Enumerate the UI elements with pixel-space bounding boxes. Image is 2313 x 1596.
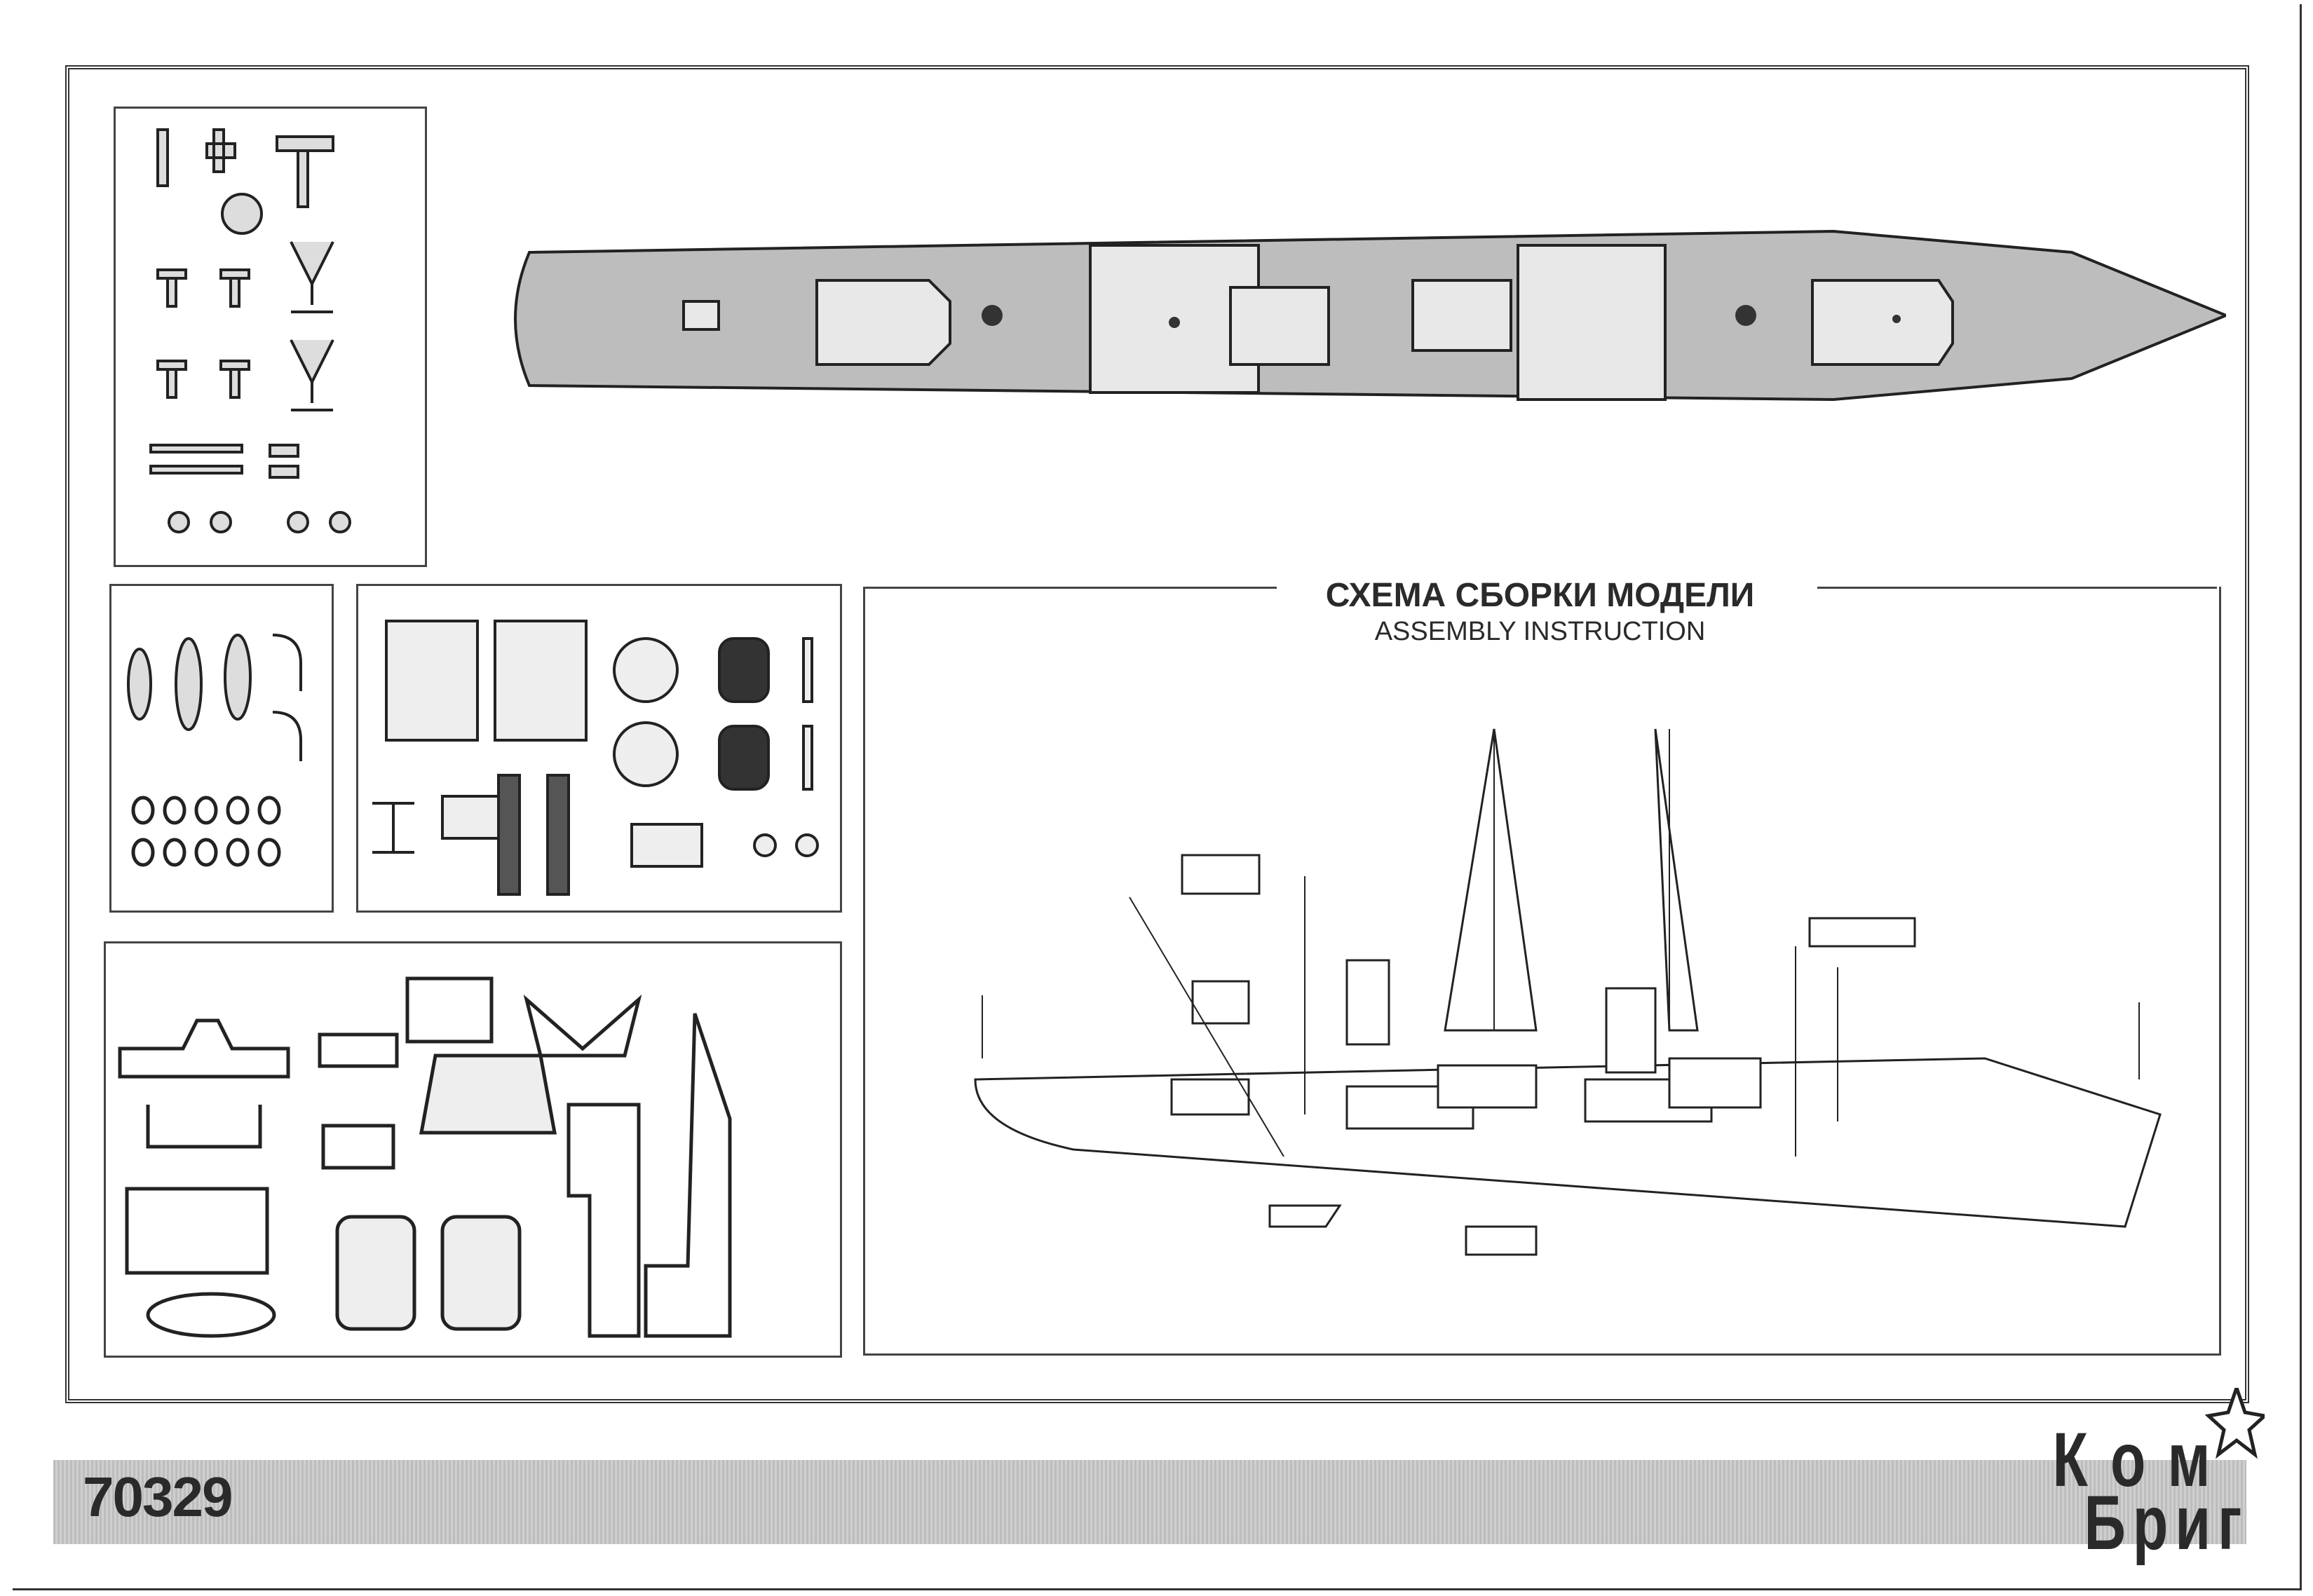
parts-panel-superstructure xyxy=(104,941,842,1358)
kombrig-logo: Ком Бриг xyxy=(2053,1388,2265,1566)
launchers-drawing xyxy=(372,620,819,896)
assembly-panel-top-border xyxy=(863,587,2217,589)
page-frame xyxy=(13,4,2302,1590)
svg-text:Бриг: Бриг xyxy=(2084,1479,2242,1565)
parts-panel-boats xyxy=(109,584,334,913)
small-parts-drawing xyxy=(149,128,351,533)
superstructure-drawing xyxy=(118,976,732,1338)
parts-panel-launchers xyxy=(356,584,842,913)
assembly-panel xyxy=(863,587,2221,1356)
parts-panel-small-fittings xyxy=(114,107,427,567)
assembly-diagram xyxy=(974,728,2162,1256)
ship-deck-plan xyxy=(514,229,2226,402)
boats-drawing xyxy=(127,634,302,867)
assembly-title-ru-text: СХЕМА СБОРКИ МОДЕЛИ xyxy=(1300,577,1780,614)
svg-text:Ком: Ком xyxy=(2053,1416,2211,1502)
kit-number: 70329 xyxy=(83,1466,233,1528)
sheet-border xyxy=(65,65,2249,1403)
assembly-title-en: ASSEMBLY INSTRUCTION xyxy=(1374,617,1706,646)
assembly-title-ru: СХЕМА СБОРКИ МОДЕЛИ xyxy=(863,576,2217,615)
footer-bar xyxy=(53,1460,2246,1544)
